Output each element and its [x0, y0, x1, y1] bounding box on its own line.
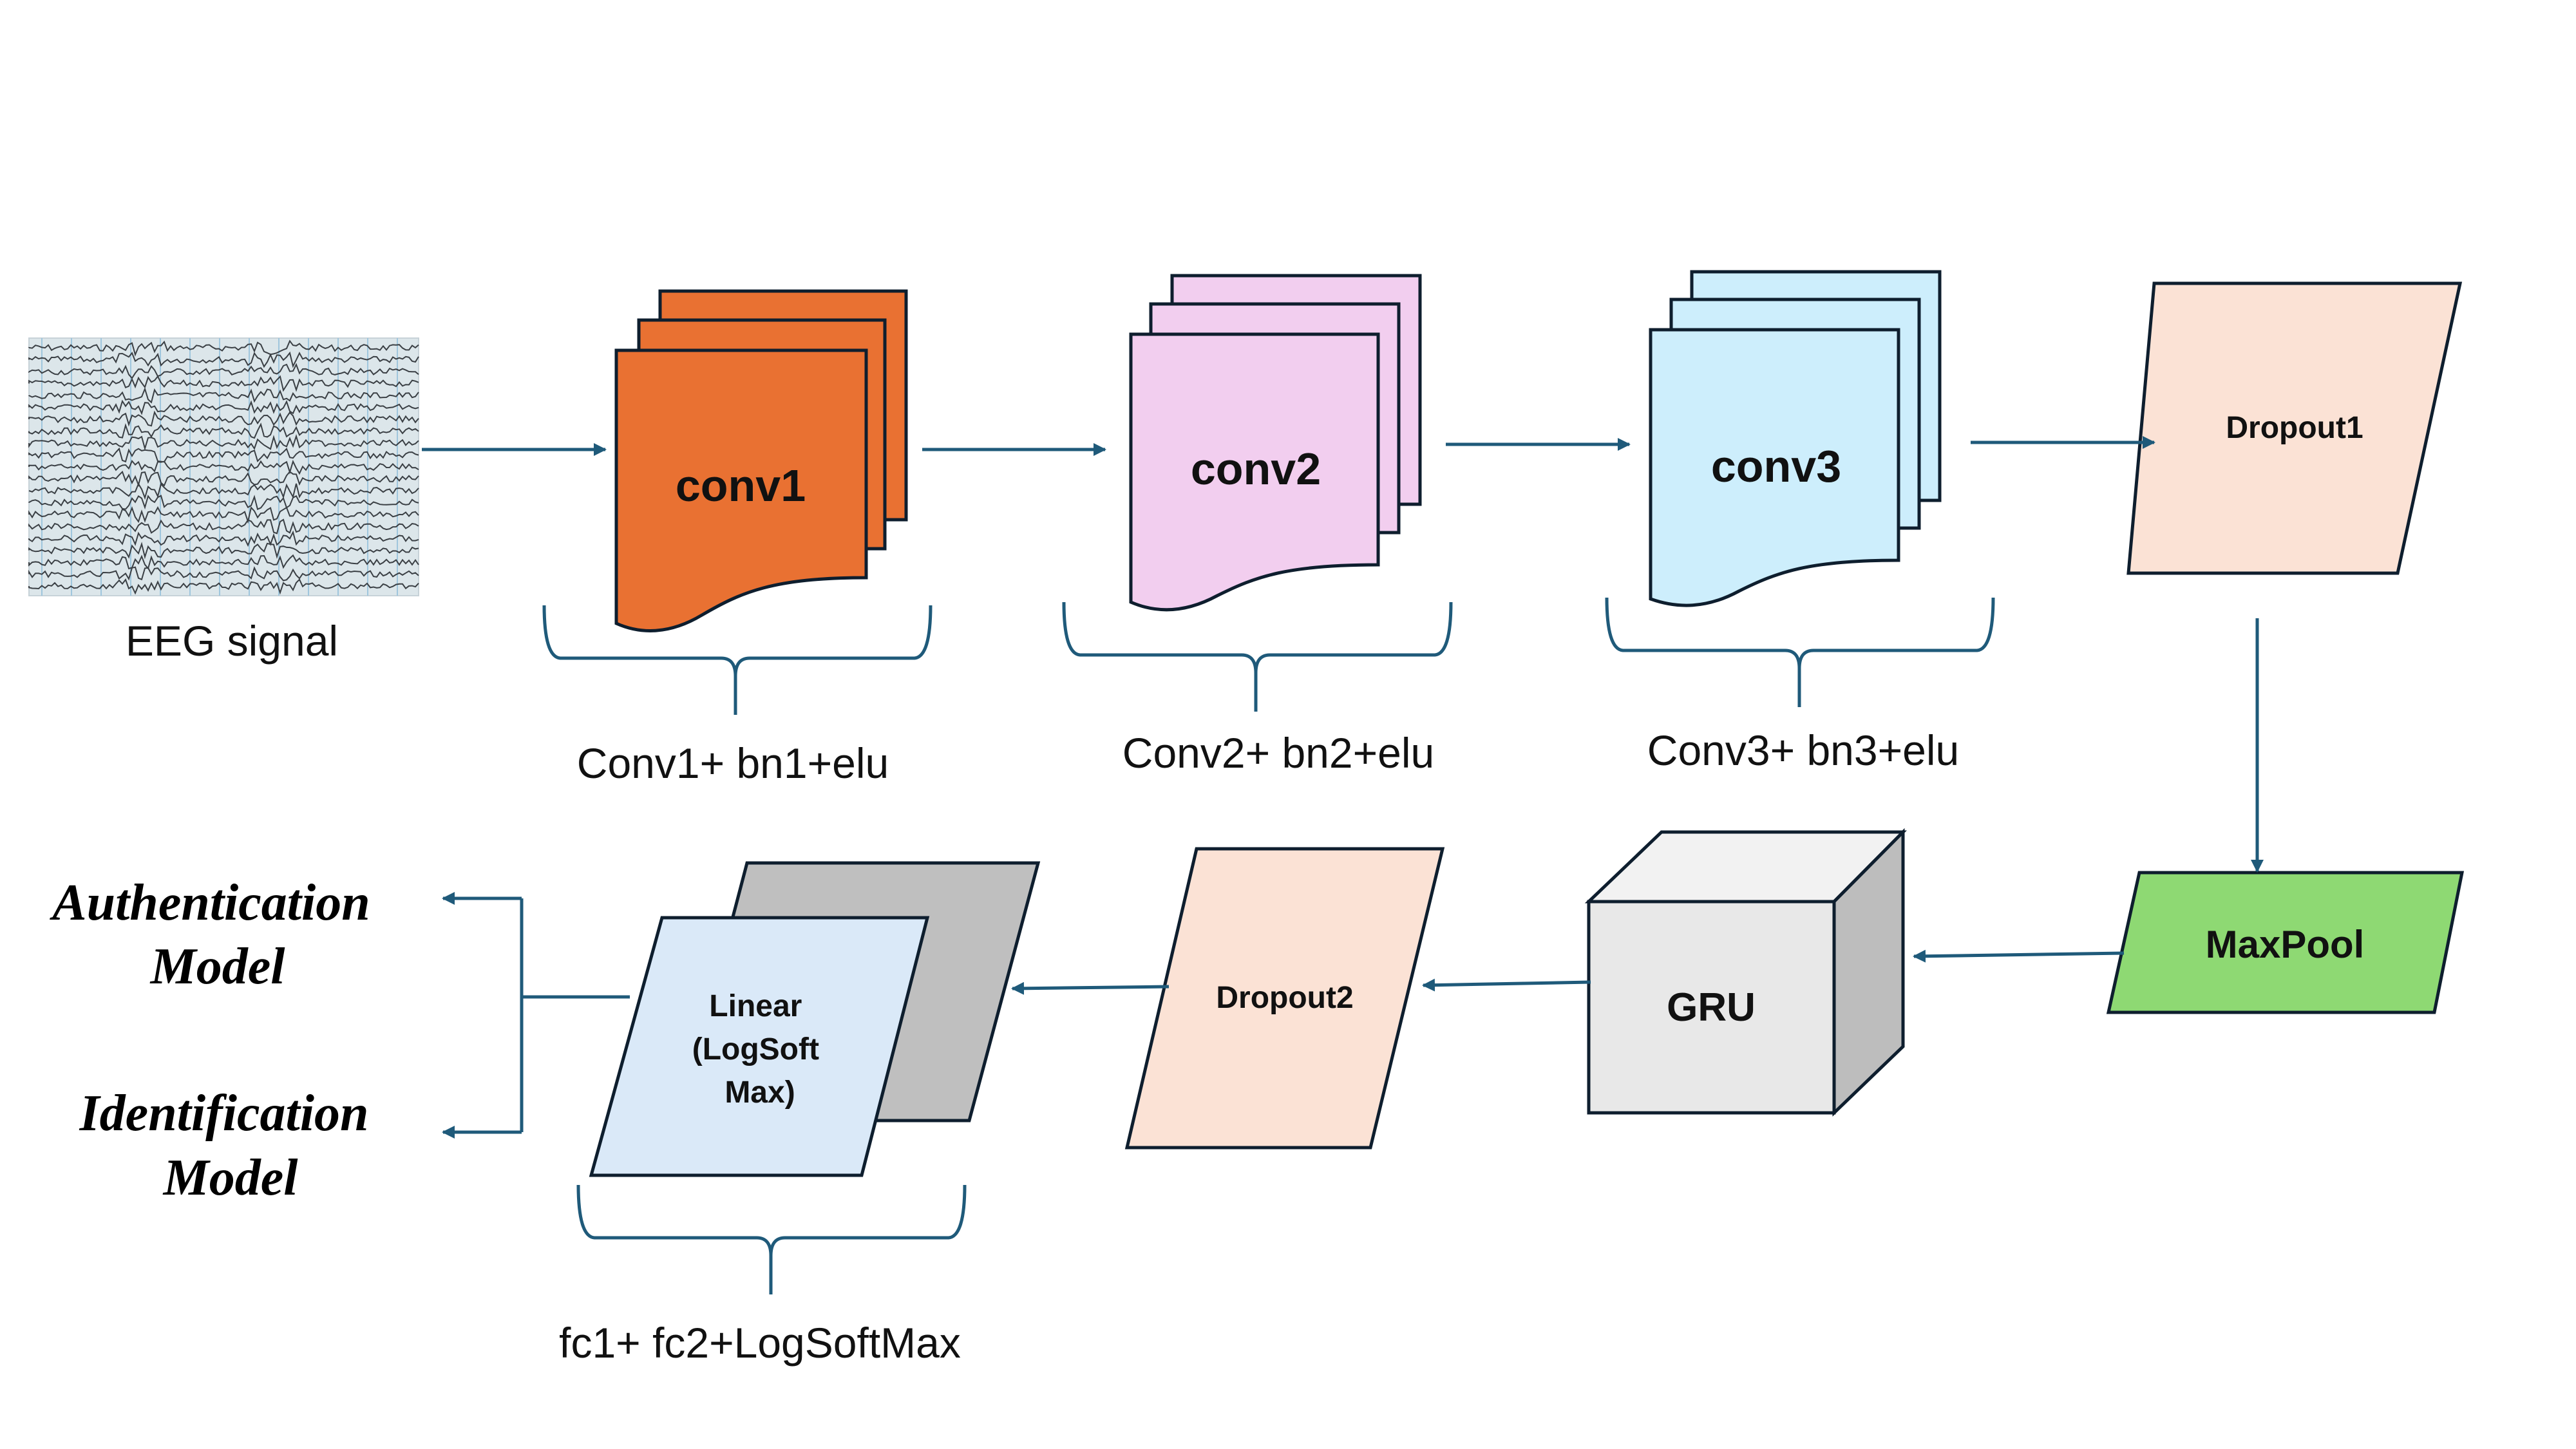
eeg-trace	[28, 447, 419, 463]
conv1-label: conv1	[676, 460, 806, 511]
eeg-trace	[28, 434, 419, 451]
arrow-maxpool-to-gru	[1913, 949, 2125, 963]
identification-line-2: Model	[162, 1150, 299, 1206]
maxpool-shape	[2106, 871, 2465, 1014]
maxpool-label: MaxPool	[2206, 923, 2365, 966]
conv2-brace	[1062, 601, 1453, 712]
eeg-signal-caption: EEG signal	[126, 617, 338, 665]
conv2-front-sheet	[1129, 332, 1380, 612]
gru-cube-front	[1587, 900, 1836, 1115]
linear-brace	[576, 1184, 967, 1294]
eeg-trace	[28, 482, 419, 500]
eeg-trace	[28, 386, 419, 404]
eeg-trace	[28, 375, 419, 392]
conv3-block	[1649, 270, 1942, 607]
gru-label: GRU	[1667, 985, 1756, 1030]
eeg-trace	[28, 363, 419, 379]
eeg-trace	[28, 339, 419, 357]
authentication-line-1: Authentication	[49, 875, 370, 931]
eeg-trace	[28, 351, 419, 368]
linear-label-line-1: Linear	[709, 989, 802, 1023]
eeg-trace	[28, 578, 419, 595]
linear-label-line-3: Max)	[724, 1075, 795, 1110]
eeg-trace	[28, 530, 419, 547]
dropout1-label: Dropout1	[2226, 411, 2363, 445]
conv2-caption: Conv2+ bn2+elu	[1122, 729, 1434, 777]
conv1-brace	[542, 605, 933, 715]
linear-label: Linear (LogSoft Max)	[692, 989, 828, 1110]
conv3-label: conv3	[1711, 441, 1841, 491]
linear-front-sheet	[589, 916, 930, 1177]
dropout1-shape	[2126, 281, 2463, 575]
arrow-dropout2-to-linear	[1011, 981, 1170, 995]
conv3-brace	[1605, 597, 1995, 707]
eeg-trace	[28, 459, 419, 475]
eeg-trace	[28, 495, 419, 511]
eeg-trace	[28, 554, 419, 570]
identification-model-label: Identification Model	[79, 1085, 382, 1206]
linear-block	[589, 861, 1041, 1177]
dropout2-shape	[1124, 847, 1445, 1150]
linear-caption: fc1+ fc2+LogSoftMax	[559, 1319, 961, 1367]
dropout2-label: Dropout2	[1216, 981, 1353, 1015]
conv3-caption: Conv3+ bn3+elu	[1647, 726, 1959, 774]
arrow-gru-to-dropout2	[1422, 978, 1591, 992]
conv1-caption: Conv1+ bn1+elu	[577, 739, 889, 787]
eeg-trace	[28, 470, 419, 488]
identification-line-1: Identification	[79, 1085, 369, 1142]
eeg-signal-image	[28, 337, 419, 596]
eeg-trace	[28, 506, 419, 524]
eeg-trace	[28, 410, 419, 427]
conv3-front-sheet	[1649, 328, 1900, 607]
authentication-line-2: Model	[149, 938, 286, 995]
eeg-trace	[28, 399, 419, 415]
authentication-model-label: Authentication Model	[49, 875, 383, 995]
conv2-label: conv2	[1191, 444, 1321, 494]
linear-label-line-2: (LogSoft	[692, 1032, 819, 1066]
gru-block	[1584, 828, 1907, 1117]
conv1-block	[614, 289, 908, 632]
eeg-trace	[28, 422, 419, 439]
conv2-block	[1129, 274, 1422, 612]
output-split-connector	[444, 896, 630, 1134]
eeg-trace	[28, 542, 419, 560]
eeg-trace	[28, 518, 419, 535]
conv1-front-sheet	[614, 348, 868, 632]
eeg-trace	[28, 566, 419, 582]
